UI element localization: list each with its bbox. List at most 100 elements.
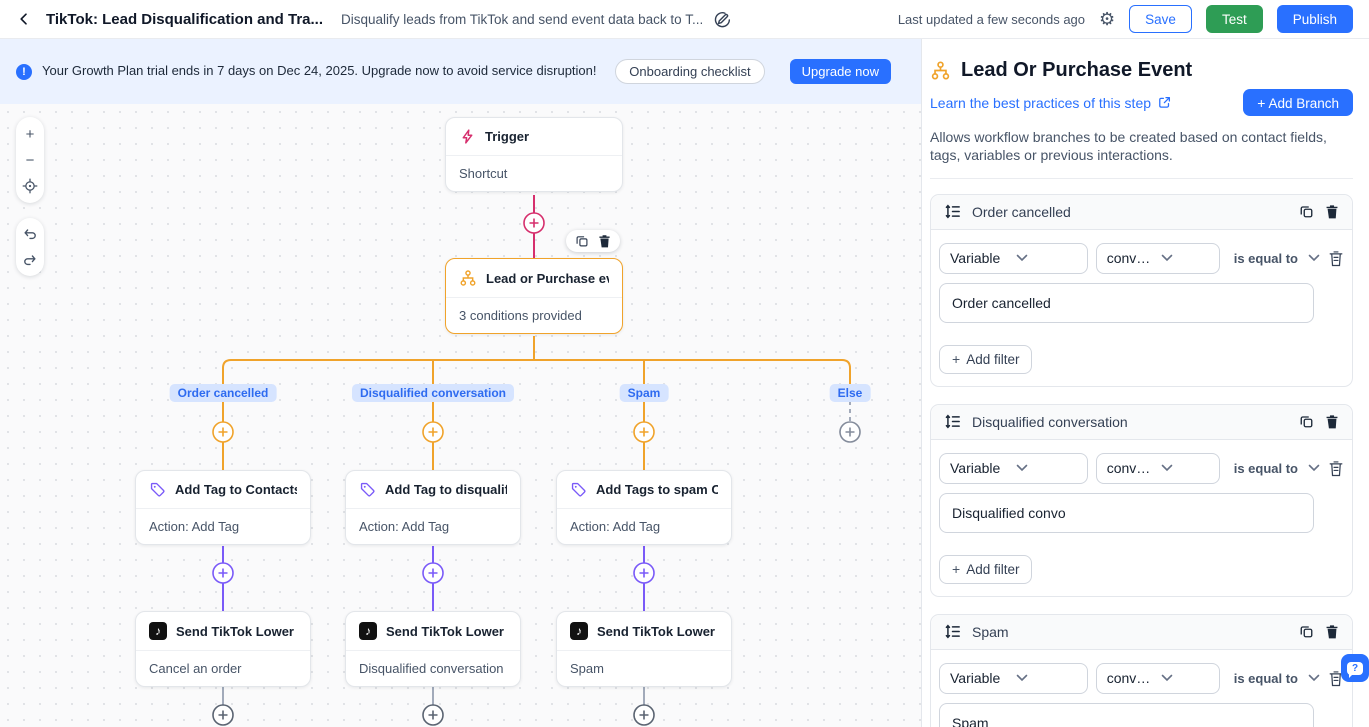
action-node-title: Add Tags to spam Co... xyxy=(596,482,718,497)
undo-button[interactable] xyxy=(16,221,44,247)
variable-select[interactable]: conversionT... xyxy=(1095,662,1220,694)
panel-title: Lead Or Purchase Event xyxy=(961,59,1193,81)
filter-value-input[interactable] xyxy=(939,282,1314,323)
variable-value: conversionT... xyxy=(1106,250,1155,267)
add-step-button-end-2[interactable] xyxy=(422,704,444,726)
node-toolbar xyxy=(566,230,620,252)
delete-filter-button[interactable] xyxy=(1328,460,1344,477)
sort-reorder-icon xyxy=(944,624,961,639)
field-type-select[interactable]: Variable xyxy=(939,452,1088,484)
tag-icon xyxy=(359,481,376,498)
test-button[interactable]: Test xyxy=(1205,5,1263,33)
add-step-button-branch-1[interactable] xyxy=(212,421,234,443)
add-step-button-after-action-1[interactable] xyxy=(212,562,234,584)
add-branch-button[interactable]: + Add Branch xyxy=(1243,89,1353,116)
operator-value: is equal to xyxy=(1233,460,1298,476)
add-filter-button[interactable]: +Add filter xyxy=(939,344,1033,374)
canvas-zoom-controls: + − xyxy=(16,117,44,203)
field-type-select[interactable]: Variable xyxy=(939,242,1088,274)
filter-value-input[interactable] xyxy=(939,492,1314,533)
tag-icon xyxy=(149,481,166,498)
publish-button[interactable]: Publish xyxy=(1276,5,1353,33)
edit-description-button[interactable] xyxy=(713,10,732,29)
operator-select[interactable]: is equal to xyxy=(1228,671,1320,686)
trash-icon xyxy=(1325,624,1339,639)
add-step-button-after-action-2[interactable] xyxy=(422,562,444,584)
branch-hierarchy-icon xyxy=(930,60,951,81)
zoom-out-button[interactable]: − xyxy=(16,147,44,173)
upgrade-now-button[interactable]: Upgrade now xyxy=(789,59,891,84)
header-actions: Last updated a few seconds ago ⚙ Save Te… xyxy=(898,5,1353,33)
external-link-icon xyxy=(1157,95,1172,110)
action-node-add-tag-3[interactable]: Add Tags to spam Co... Action: Add Tag xyxy=(556,470,732,545)
filter-value-input[interactable] xyxy=(939,702,1314,727)
save-button[interactable]: Save xyxy=(1129,5,1192,33)
chevron-down-icon xyxy=(1161,674,1209,682)
add-step-button-end-1[interactable] xyxy=(212,704,234,726)
field-type-value: Variable xyxy=(950,460,1001,477)
trigger-node[interactable]: Trigger Shortcut xyxy=(445,117,623,192)
add-filter-button[interactable]: +Add filter xyxy=(939,554,1033,584)
canvas-history-controls xyxy=(16,218,44,276)
add-step-button-end-3[interactable] xyxy=(633,704,655,726)
add-step-button-after-action-3[interactable] xyxy=(633,562,655,584)
tiktok-icon: ♪ xyxy=(570,622,588,640)
help-button[interactable]: ? xyxy=(1341,654,1369,682)
delete-filter-button[interactable] xyxy=(1328,250,1344,267)
copy-branch-button[interactable] xyxy=(1299,624,1314,639)
best-practices-link[interactable]: Learn the best practices of this step xyxy=(930,95,1172,111)
gear-icon: ⚙ xyxy=(1099,9,1116,29)
copy-icon xyxy=(575,234,589,248)
delete-branch-button[interactable] xyxy=(1325,414,1339,429)
recenter-button[interactable] xyxy=(16,173,44,199)
field-type-select[interactable]: Variable xyxy=(939,662,1088,694)
copy-icon xyxy=(1299,624,1314,639)
drag-handle[interactable] xyxy=(944,414,961,429)
action-node-subtitle: Action: Add Tag xyxy=(570,519,661,534)
best-practices-link-text: Learn the best practices of this step xyxy=(930,94,1152,111)
send-node-tiktok-1[interactable]: ♪ Send TikTok Lower Fu... Cancel an orde… xyxy=(135,611,311,687)
add-step-button-branch-3[interactable] xyxy=(633,421,655,443)
trash-icon xyxy=(1325,204,1339,219)
variable-select[interactable]: conversionT... xyxy=(1095,242,1220,274)
copy-branch-button[interactable] xyxy=(1299,414,1314,429)
branch-label-disqualified-conversation: Disqualified conversation xyxy=(351,384,515,402)
action-node-add-tag-1[interactable]: Add Tag to Contacts t... Action: Add Tag xyxy=(135,470,311,545)
onboarding-checklist-button[interactable]: Onboarding checklist xyxy=(615,59,765,84)
chevron-left-icon xyxy=(16,11,32,27)
delete-branch-button[interactable] xyxy=(1325,624,1339,639)
send-node-tiktok-2[interactable]: ♪ Send TikTok Lower Fu... Disqualified c… xyxy=(345,611,521,687)
branch-card-title: Disqualified conversation xyxy=(972,413,1128,430)
copy-icon xyxy=(1299,204,1314,219)
condition-node[interactable]: Lead or Purchase event 3 conditions prov… xyxy=(445,258,623,334)
help-chat-icon: ? xyxy=(1347,661,1363,678)
copy-branch-button[interactable] xyxy=(1299,204,1314,219)
add-step-button-branch-2[interactable] xyxy=(422,421,444,443)
variable-select[interactable]: conversionT... xyxy=(1095,452,1220,484)
delete-branch-button[interactable] xyxy=(1325,204,1339,219)
drag-handle[interactable] xyxy=(944,624,961,639)
settings-button[interactable]: ⚙ xyxy=(1099,10,1115,28)
operator-select[interactable]: is equal to xyxy=(1228,251,1320,266)
trigger-node-subtitle: Shortcut xyxy=(459,166,508,181)
delete-filter-button[interactable] xyxy=(1328,670,1344,687)
add-step-button-trigger[interactable] xyxy=(523,212,545,234)
delete-node-button[interactable] xyxy=(598,234,611,248)
drag-handle[interactable] xyxy=(944,204,961,219)
panel-description: Allows workflow branches to be created b… xyxy=(930,129,1327,164)
add-step-button-else[interactable] xyxy=(839,421,861,443)
redo-button[interactable] xyxy=(16,247,44,273)
operator-select[interactable]: is equal to xyxy=(1228,461,1320,476)
chevron-down-icon xyxy=(1016,254,1076,262)
workflow-canvas[interactable]: + − xyxy=(0,104,921,727)
branch-card-disqualified-conversation: Disqualified conversation xyxy=(930,403,1353,597)
action-node-add-tag-2[interactable]: Add Tag to disqualifie... Action: Add Ta… xyxy=(345,470,521,545)
send-node-tiktok-3[interactable]: ♪ Send TikTok Lower Fu... Spam xyxy=(556,611,732,687)
connector-wires xyxy=(212,195,861,726)
info-icon: ! xyxy=(16,63,32,80)
send-node-title: Send TikTok Lower Fu... xyxy=(386,623,507,639)
zoom-in-button[interactable]: + xyxy=(16,121,44,147)
trash-lines-icon xyxy=(1328,250,1344,267)
back-button[interactable] xyxy=(16,11,32,27)
copy-node-button[interactable] xyxy=(575,234,589,248)
